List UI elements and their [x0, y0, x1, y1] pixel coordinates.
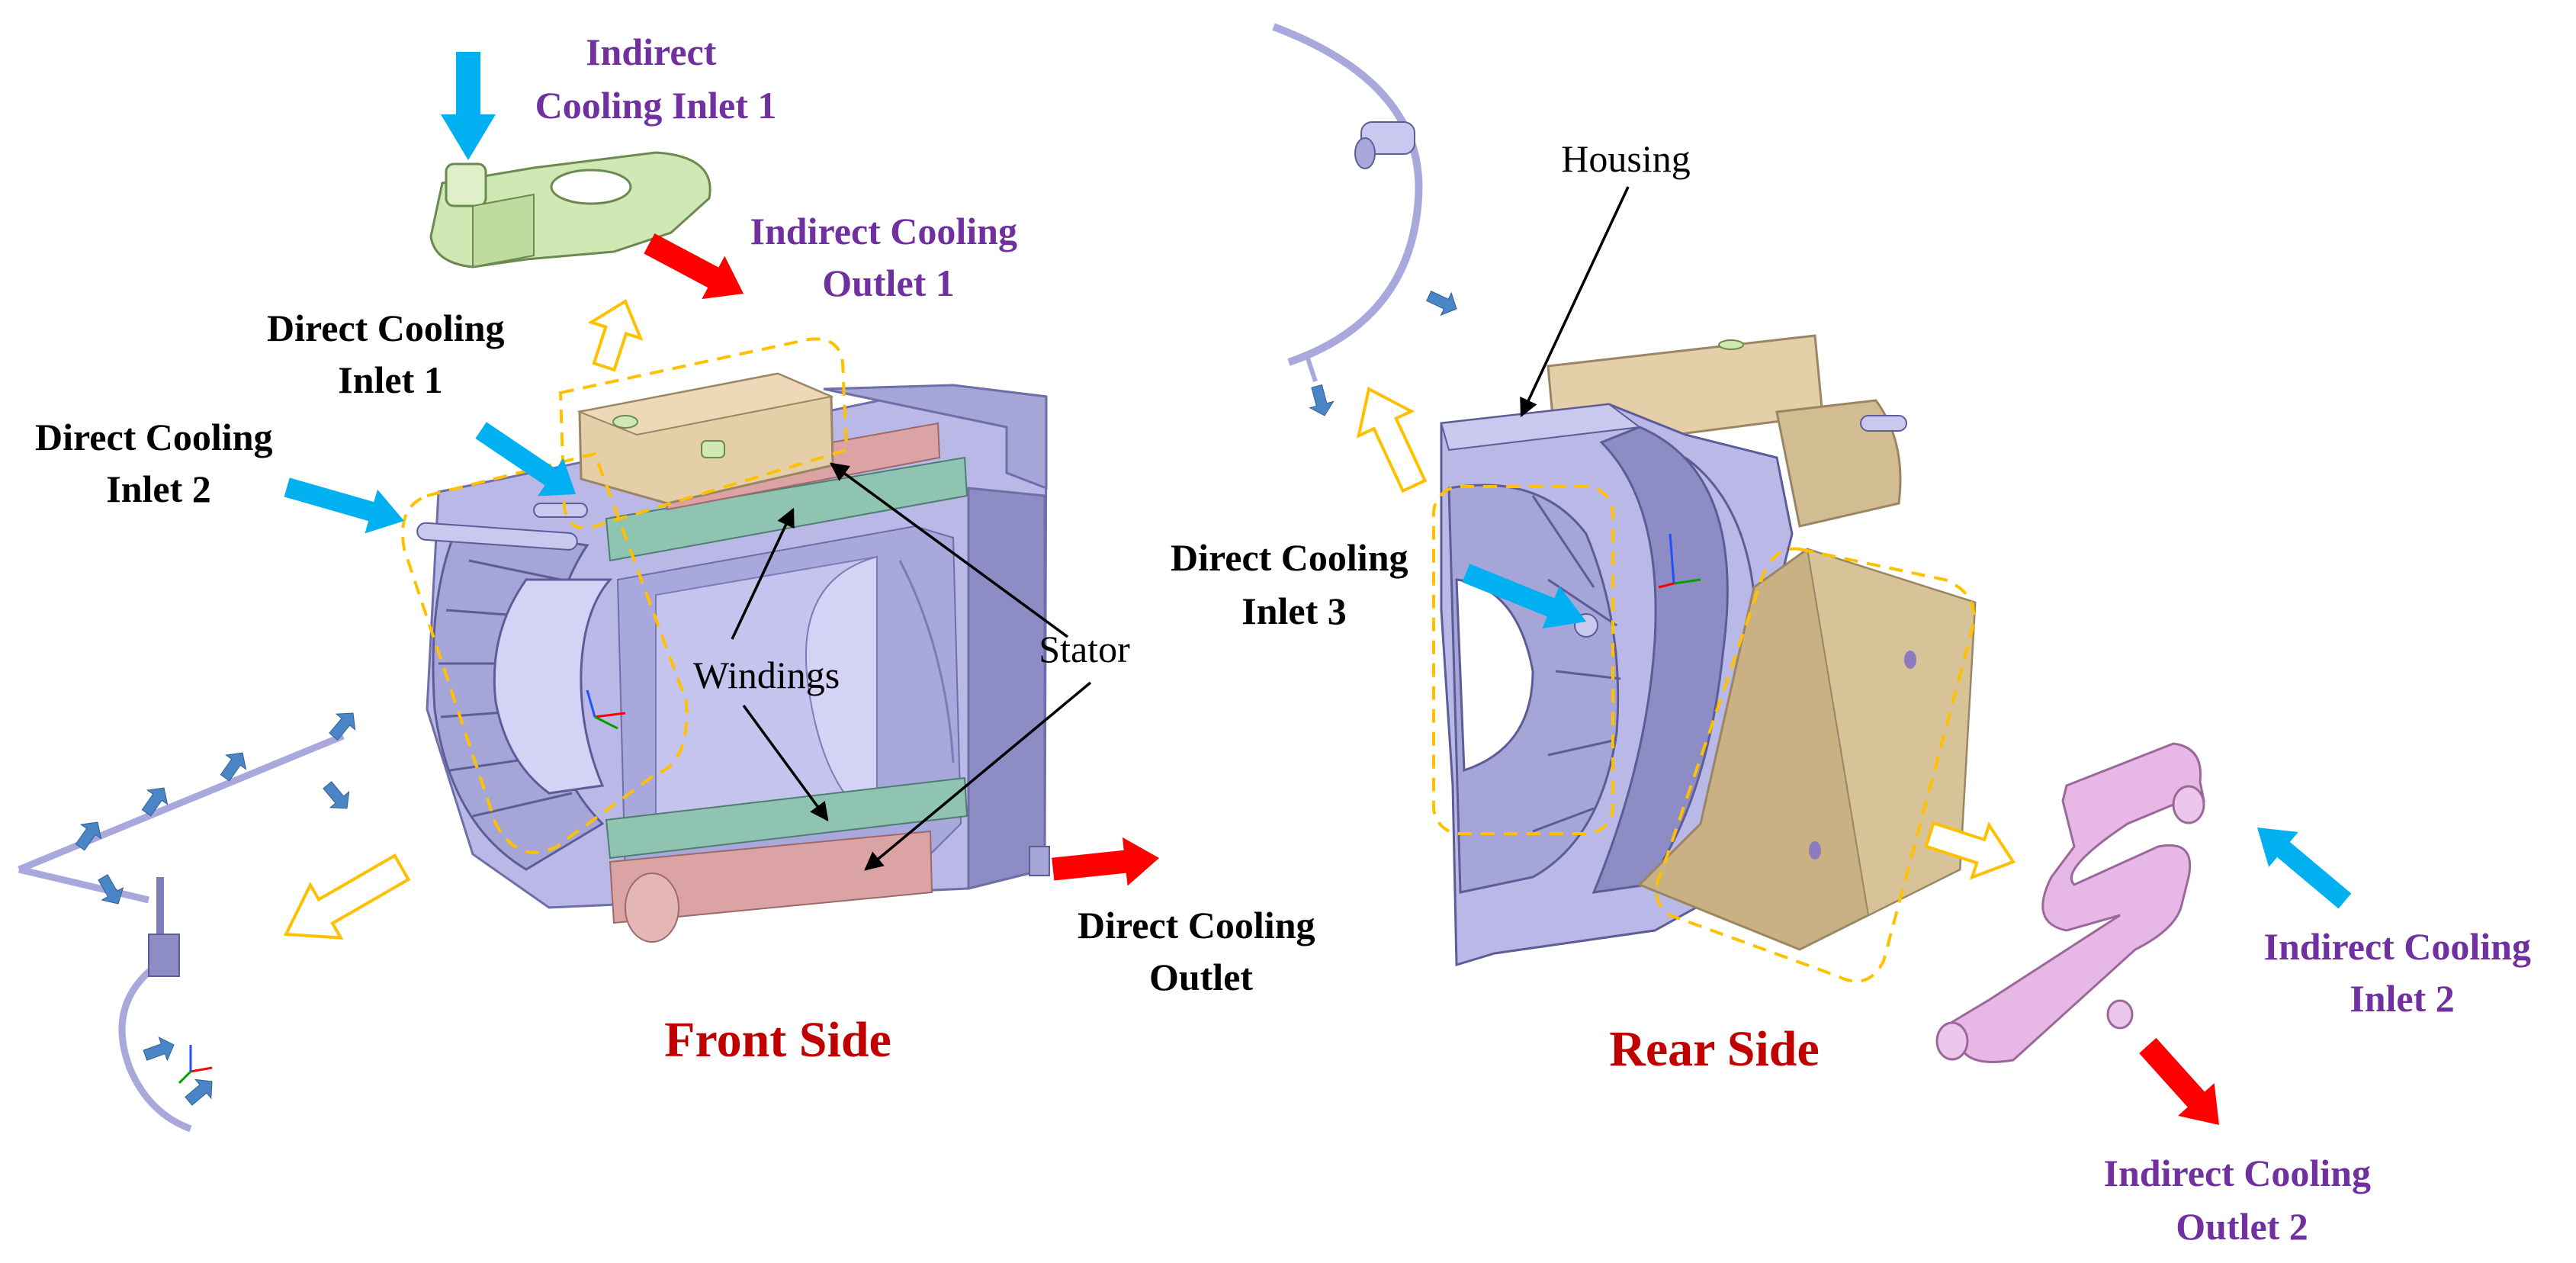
outlet-arrow-icon [1052, 837, 1159, 886]
flow-direction-arrow-icon [329, 712, 356, 741]
flow-direction-arrow-icon [220, 752, 247, 782]
front-highlight-boxes [401, 337, 849, 854]
inlet-arrows [284, 52, 2352, 909]
inlet-arrow-icon [284, 477, 404, 534]
front-motor [416, 372, 1050, 943]
end-plate-highlight [401, 452, 689, 854]
labels: Indirect Cooling Inlet 1 Indirect Coolin… [35, 31, 2541, 1248]
flow-direction-arrow-icon [75, 821, 102, 851]
inlet-arrow-icon [441, 52, 496, 160]
label-direct-inlet-3: Direct Cooling Inlet 3 [1171, 536, 1418, 632]
label-indirect-inlet-2: Indirect Cooling Inlet 2 [2264, 925, 2541, 1020]
explode-arrow-icon [587, 299, 644, 372]
rear-motor [1440, 334, 1977, 967]
indirect-cooling-part-2 [1935, 742, 2205, 1063]
label-front-side: Front Side [664, 1012, 891, 1068]
axis-triad-icon [1658, 533, 1701, 589]
label-windings: Windings [693, 654, 840, 696]
explode-arrow-icon [1924, 821, 2016, 880]
inlet-arrow-icon [1462, 564, 1586, 629]
label-indirect-outlet-2: Indirect Cooling Outlet 2 [2104, 1152, 2381, 1248]
outlet-arrow-icon [2139, 1037, 2219, 1125]
jacket-highlight [558, 337, 849, 530]
stator-bottom [605, 776, 968, 860]
label-indirect-outlet-1: Indirect Cooling Outlet 1 [750, 210, 1027, 304]
inlet-arrow-icon [475, 422, 576, 497]
flow-direction-arrow-icon [185, 1078, 213, 1106]
flow-direction-arrow-icon [1426, 291, 1457, 317]
flow-direction-arrows [75, 291, 1457, 1106]
rear-highlight-boxes [1432, 485, 1976, 983]
explode-arrow-icon [283, 853, 411, 940]
outlet-arrow-icon [644, 233, 744, 300]
rear-jacket-highlight [1655, 547, 1976, 983]
indirect-cooling-part-1 [429, 151, 711, 268]
flow-direction-arrow-icon [141, 787, 169, 817]
label-rear-side: Rear Side [1609, 1021, 1820, 1077]
flow-direction-arrow-icon [98, 874, 124, 905]
label-direct-outlet: Direct Cooling Outlet [1078, 904, 1325, 998]
label-direct-inlet-2: Direct Cooling Inlet 2 [35, 416, 282, 510]
label-indirect-inlet-1: Indirect Cooling Inlet 1 [535, 31, 777, 127]
axis-triad-icon [586, 689, 626, 730]
leader-lines [731, 186, 1630, 871]
winding-bottom [609, 830, 933, 924]
front-cooling-manifold [18, 732, 345, 1133]
axis-triad-icon [178, 1045, 213, 1085]
flow-direction-arrow-icon [323, 781, 350, 809]
label-stator: Stator [1039, 628, 1130, 670]
label-housing: Housing [1561, 137, 1690, 180]
outlet-arrows [644, 233, 2219, 1125]
flow-direction-arrow-icon [1309, 384, 1335, 416]
label-direct-inlet-1: Direct Cooling Inlet 1 [267, 307, 514, 401]
explode-arrows [283, 299, 2016, 940]
inlet-arrow-icon [2257, 828, 2352, 909]
explode-arrow-icon [1356, 387, 1428, 493]
flow-direction-arrow-icon [143, 1036, 175, 1062]
rear-cooling-manifold [1272, 23, 1423, 382]
